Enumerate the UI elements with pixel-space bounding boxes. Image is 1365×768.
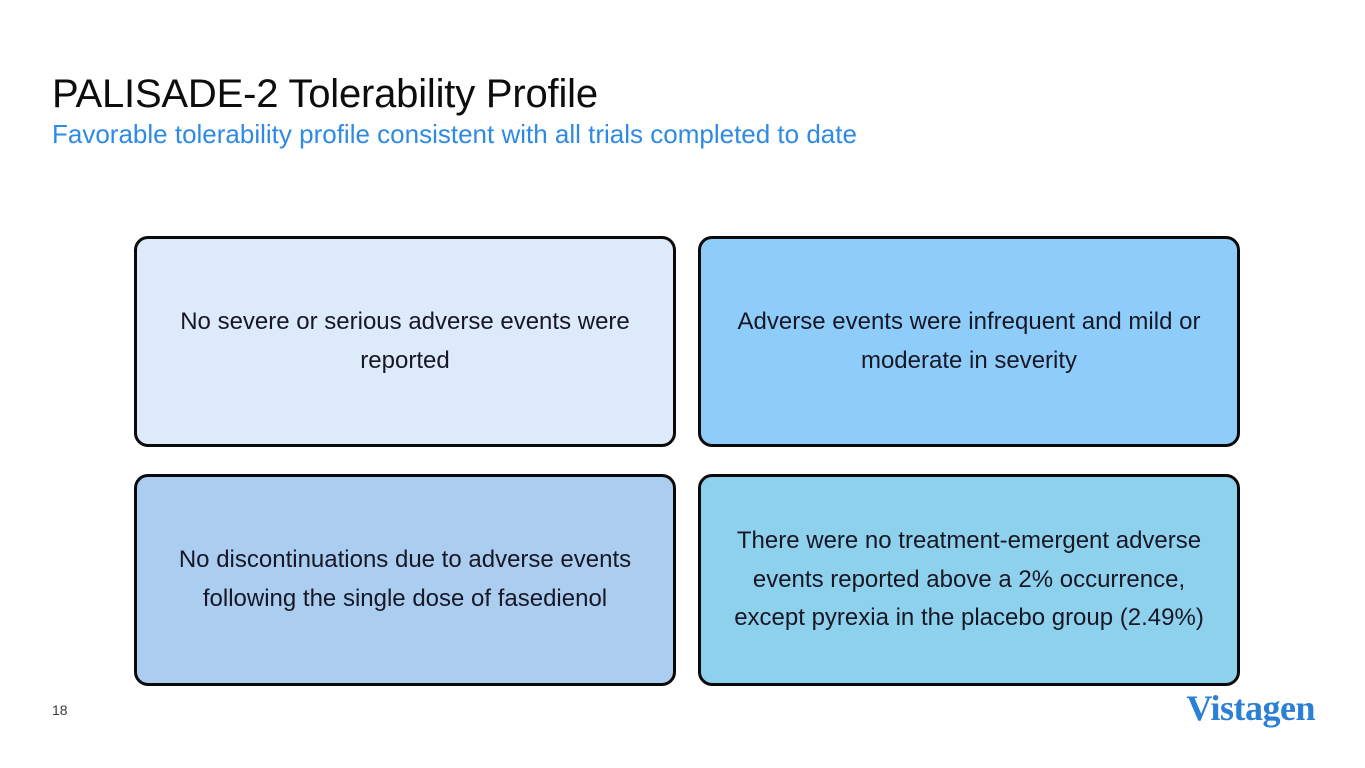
callout-box-top-left: No severe or serious adverse events were… xyxy=(134,236,676,447)
callout-box-bottom-right: There were no treatment-emergent adverse… xyxy=(698,474,1240,686)
page-number: 18 xyxy=(52,702,68,718)
callout-box-top-right: Adverse events were infrequent and mild … xyxy=(698,236,1240,447)
callout-grid: No severe or serious adverse events were… xyxy=(134,236,1240,686)
callout-text-top-left: No severe or serious adverse events were… xyxy=(180,307,630,374)
page-title: PALISADE-2 Tolerability Profile xyxy=(52,71,598,116)
callout-box-bottom-left: No discontinuations due to adverse event… xyxy=(134,474,676,686)
callout-text-bottom-left: No discontinuations due to adverse event… xyxy=(178,546,632,612)
callout-text-bottom-right: There were no treatment-emergent adverse… xyxy=(734,526,1204,632)
page-subtitle: Favorable tolerability profile consisten… xyxy=(52,119,857,149)
callout-text-top-right: Adverse events were infrequent and mild … xyxy=(737,307,1201,374)
vistagen-logo: Vistagen xyxy=(1186,688,1315,728)
